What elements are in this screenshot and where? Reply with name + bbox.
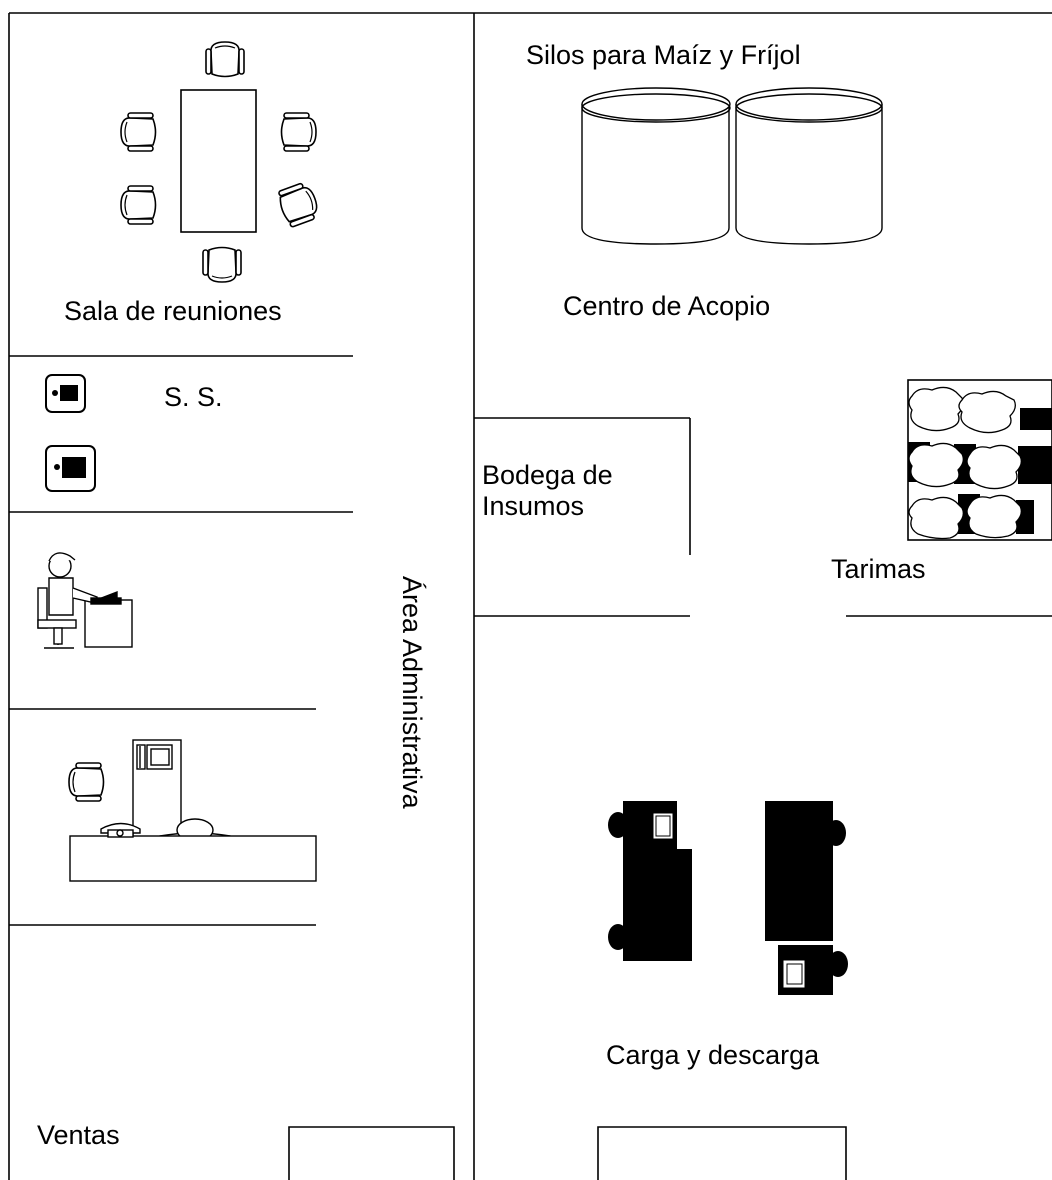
silos-label: Silos para Maíz y Fríjol (526, 40, 801, 70)
sales-label: Ventas (37, 1120, 120, 1150)
walls (8, 12, 1052, 1180)
restroom-man-icon (45, 374, 96, 492)
pallet-sacks-icon (896, 379, 1052, 555)
loading-area-label: Carga y descarga (606, 1040, 820, 1070)
supplies-warehouse-label: Bodega de Insumos (482, 460, 613, 522)
restrooms-label: S. S. (164, 382, 223, 412)
collection-center-label: Centro de Acopio (563, 291, 771, 321)
admin-area-label: Área Administrativa (397, 576, 427, 809)
truck-icon (765, 801, 848, 995)
silo-icon (581, 87, 883, 245)
receptionist-counter-icon (69, 818, 317, 882)
meeting-room-label: Sala de reuniones (64, 296, 282, 326)
pallets-label: Tarimas (831, 554, 926, 584)
chair-icon (68, 762, 105, 802)
desk-with-computer-icon (132, 739, 182, 839)
truck-icon (608, 801, 692, 961)
telephone-icon (100, 822, 141, 838)
meeting-table-icon (180, 89, 257, 233)
office-worker-at-desk-icon (37, 552, 133, 649)
